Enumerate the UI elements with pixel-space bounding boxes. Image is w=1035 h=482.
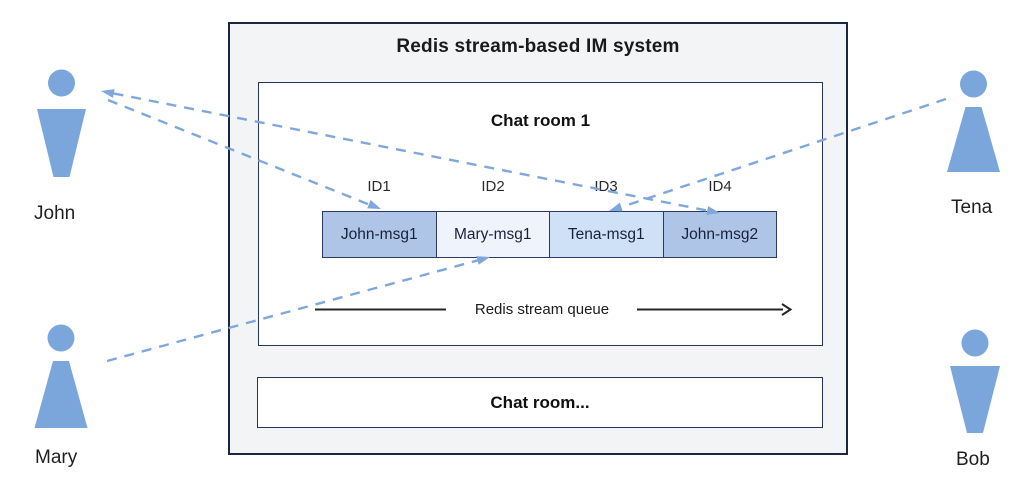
user-label-mary: Mary	[35, 447, 78, 468]
queue-id-label-2: ID2	[481, 178, 505, 195]
chat-room-other-box: Chat room...	[257, 377, 823, 428]
queue-id-label-3: ID3	[594, 178, 618, 195]
arrowhead-john	[101, 89, 115, 98]
queue-cell-tena-msg1: Tena-msg1	[549, 212, 663, 257]
chat-room-other-title: Chat room...	[490, 392, 590, 412]
queue-id-label-4: ID4	[708, 178, 732, 195]
mary-person-icon	[34, 324, 88, 428]
queue-id-label-1: ID1	[367, 178, 391, 195]
diagram-title: Redis stream-based IM system	[396, 36, 680, 57]
tena-person-icon	[947, 70, 1000, 172]
user-label-bob: Bob	[956, 449, 990, 470]
queue-cell-mary-msg1: Mary-msg1	[435, 212, 549, 257]
queue-cell-john-msg1: John-msg1	[323, 212, 436, 257]
chat-room-1-title: Chat room 1	[490, 111, 591, 130]
bob-person-icon	[950, 329, 1000, 433]
john-person-icon	[37, 69, 86, 177]
stream-queue-label: Redis stream queue	[474, 301, 610, 318]
user-label-tena: Tena	[951, 197, 993, 218]
queue-cell-john-msg2: John-msg2	[662, 212, 776, 257]
redis-stream-queue: John-msg1 Mary-msg1 Tena-msg1 John-msg2	[322, 211, 777, 258]
user-label-john: John	[34, 203, 76, 224]
